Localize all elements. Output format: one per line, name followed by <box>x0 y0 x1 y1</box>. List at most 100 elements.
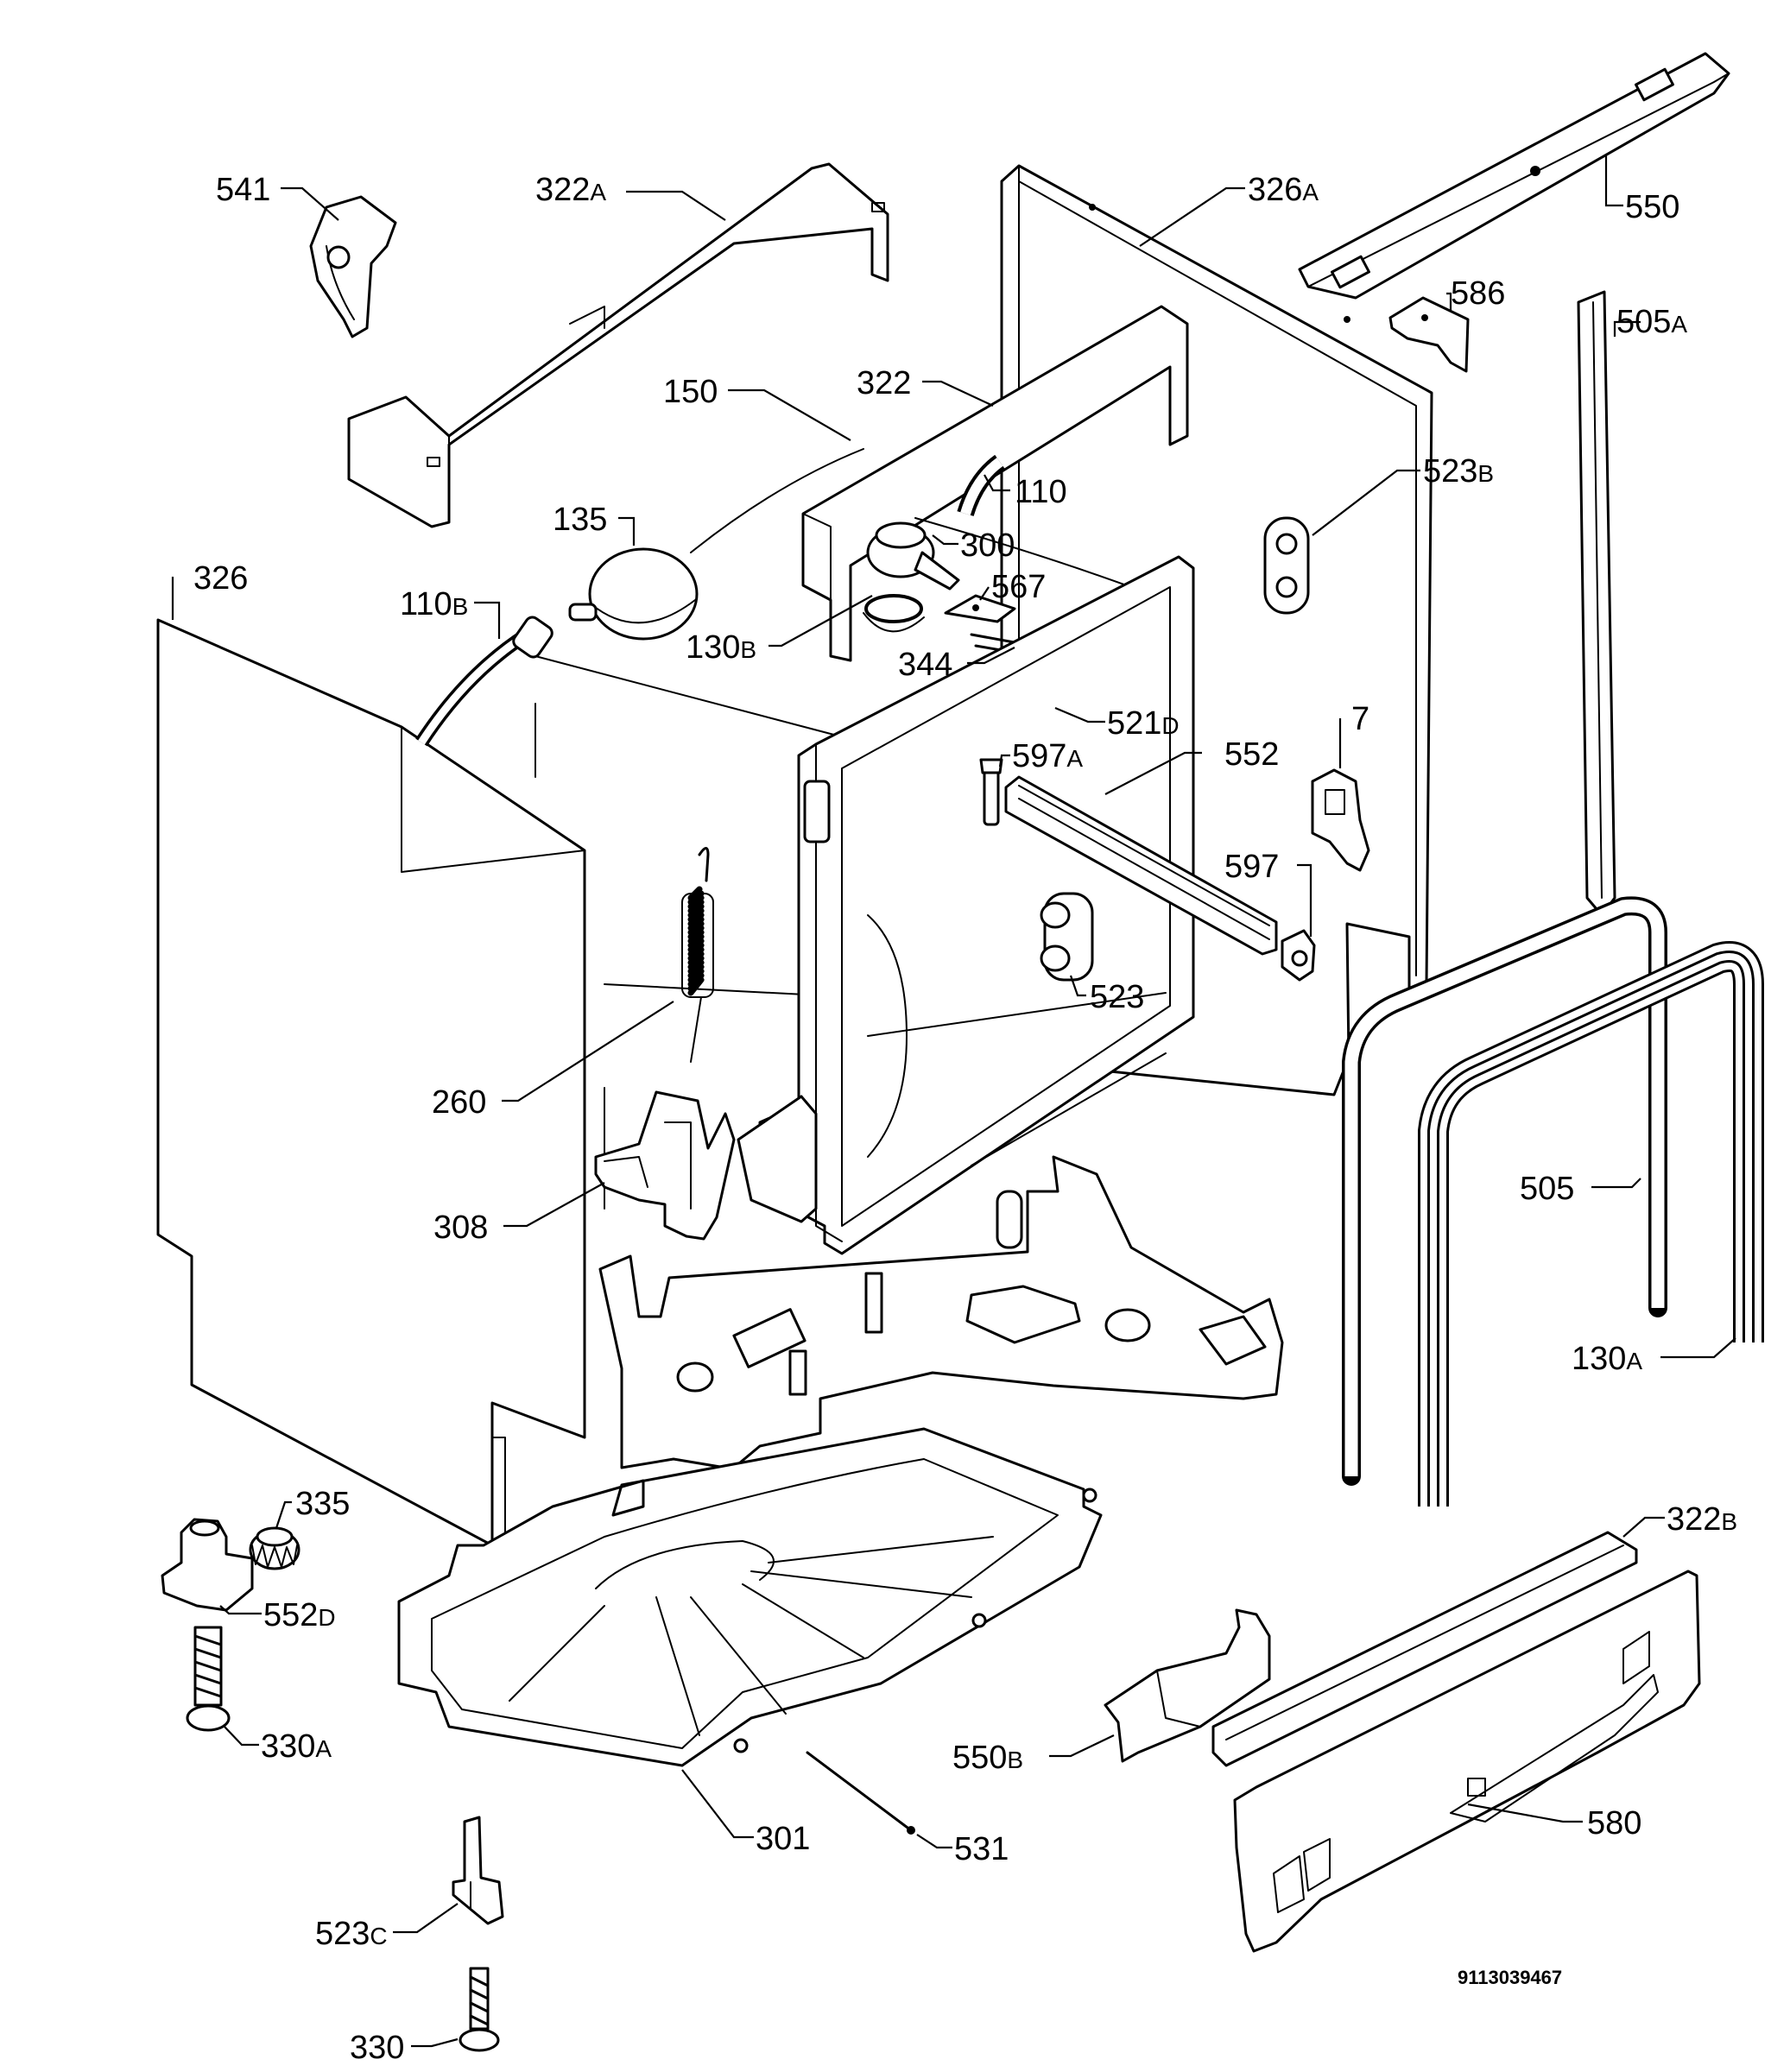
part-301-base-tray <box>397 1427 1103 1767</box>
part-322-frame-bracket <box>801 305 1189 662</box>
callout-580: 580 <box>1587 1805 1641 1841</box>
part-586-bracket <box>1388 296 1470 373</box>
leader-260 <box>502 1001 674 1102</box>
part-580-kick-plate <box>1233 1570 1701 1953</box>
part-135-cap <box>568 547 699 641</box>
leader-552d <box>219 1605 262 1615</box>
callout-521d: 521D <box>1107 705 1180 742</box>
callout-330: 330 <box>350 2030 404 2066</box>
leader-521d <box>1054 706 1105 723</box>
callout-300: 300 <box>960 527 1015 564</box>
leader-335 <box>275 1500 292 1529</box>
leader-135 <box>618 516 636 546</box>
part-505-door-seal <box>1342 896 1667 1486</box>
part-150-cover-edge <box>690 448 1132 588</box>
callout-335: 335 <box>295 1486 350 1522</box>
part-110-hose <box>957 454 1006 517</box>
callout-523c: 523C <box>315 1916 388 1952</box>
callout-110b: 110B <box>400 586 468 622</box>
callout-523: 523 <box>1090 979 1144 1015</box>
part-110b-hose <box>415 616 553 747</box>
callout-505: 505 <box>1520 1171 1574 1207</box>
leader-110 <box>984 474 1010 492</box>
callout-110: 110 <box>1015 474 1067 510</box>
part-260-spring <box>681 847 714 1063</box>
callout-552: 552 <box>1224 736 1279 773</box>
leader-lines <box>171 155 1736 2048</box>
callout-130b: 130B <box>686 629 756 666</box>
callout-552d: 552D <box>263 1597 336 1633</box>
callout-322a: 322A <box>535 172 606 208</box>
part-597-clip <box>1281 929 1316 982</box>
callout-150: 150 <box>663 374 718 410</box>
callout-301: 301 <box>756 1821 810 1857</box>
part-130b-ring <box>863 594 925 633</box>
callout-322b: 322B <box>1667 1501 1737 1538</box>
leader-541 <box>281 186 339 221</box>
part-322b-strip <box>1211 1531 1638 1767</box>
part-130a-tub-seal <box>1418 941 1764 1507</box>
part-552-rail <box>1004 775 1278 956</box>
leader-326a <box>1139 186 1245 247</box>
leader-330a <box>224 1726 259 1747</box>
part-322a-top-bracket <box>347 162 889 528</box>
part-550b-bracket <box>1104 1608 1271 1763</box>
callout-597: 597 <box>1224 849 1279 885</box>
callout-523b: 523B <box>1423 453 1494 490</box>
callout-135: 135 <box>553 502 607 538</box>
part-541-clip <box>309 195 397 338</box>
leader-597a <box>998 754 1010 768</box>
part-300-valve <box>866 521 960 591</box>
part-330a-screw <box>186 1626 231 1732</box>
callout-505a: 505A <box>1616 304 1687 340</box>
callout-326a: 326A <box>1248 172 1319 208</box>
leader-110b <box>474 601 501 639</box>
leader-322b <box>1622 1516 1665 1538</box>
part-base-sump <box>598 1155 1284 1474</box>
callout-586: 586 <box>1451 275 1505 312</box>
callout-597a: 597A <box>1012 738 1083 774</box>
leader-597 <box>1297 863 1312 937</box>
part-330-screw <box>459 1967 500 2052</box>
leader-300 <box>932 534 958 546</box>
leader-322 <box>922 380 994 407</box>
leader-531 <box>916 1834 952 1849</box>
callout-326: 326 <box>193 560 248 597</box>
part-597a-clip <box>979 758 1003 826</box>
callout-541: 541 <box>216 172 270 208</box>
leader-150 <box>728 388 851 441</box>
part-550-top-rail <box>1298 52 1730 300</box>
leader-550 <box>1604 155 1623 207</box>
part-326-side-panel <box>156 618 586 1547</box>
callout-260: 260 <box>432 1084 486 1121</box>
part-523-double-grommet <box>1040 892 1094 982</box>
callout-labels: 541 322A 326A 550 586 505A 150 322 110 5… <box>193 172 1737 2066</box>
part-505a-seal-strip <box>1577 290 1616 917</box>
leader-505 <box>1591 1178 1641 1189</box>
leader-523 <box>1069 975 1086 997</box>
leader-308 <box>503 1182 605 1228</box>
leader-552 <box>1104 751 1202 795</box>
leader-130a <box>1660 1337 1736 1359</box>
part-523c-bracket <box>452 1816 504 1925</box>
leader-586 <box>1446 292 1452 311</box>
leader-344 <box>967 647 1015 665</box>
part-7-latch <box>1311 768 1370 872</box>
leader-523c <box>393 1903 459 1934</box>
leader-322a <box>626 190 726 221</box>
leader-330 <box>411 2037 459 2048</box>
callout-330a: 330A <box>261 1728 332 1765</box>
leader-567 <box>979 586 990 601</box>
part-531-wire <box>806 1751 915 1835</box>
callout-130a: 130A <box>1572 1341 1642 1377</box>
callout-531: 531 <box>954 1831 1009 1867</box>
callout-7: 7 <box>1351 701 1369 737</box>
callout-567: 567 <box>991 569 1046 605</box>
callout-550: 550 <box>1625 189 1679 225</box>
leader-550b <box>1049 1734 1115 1758</box>
leader-505a <box>1613 320 1641 337</box>
document-number: 9113039467 <box>1458 1967 1562 1988</box>
leader-301 <box>681 1769 754 1839</box>
leader-580 <box>1467 1803 1583 1823</box>
part-tub-frame <box>737 555 1195 1255</box>
